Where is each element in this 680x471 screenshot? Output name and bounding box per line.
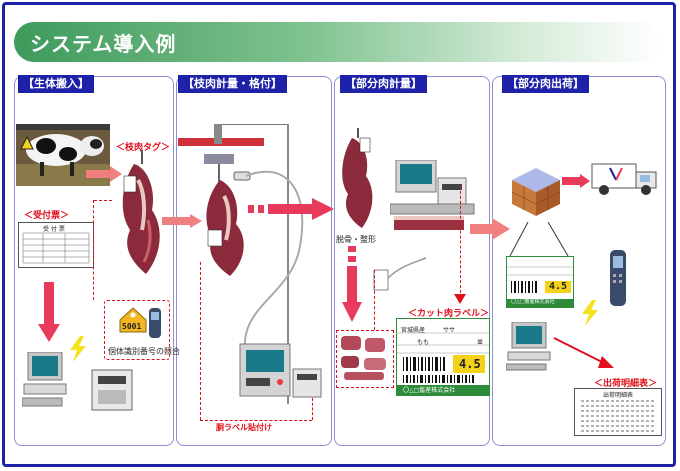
dashed-arrow-head-p3	[454, 294, 466, 304]
carcass-cut-image	[342, 128, 373, 228]
label-printer-p2	[292, 368, 322, 398]
ear-tag-icon	[119, 307, 147, 333]
edaniku-tag-label: ＜枝肉タグ＞	[116, 143, 171, 153]
cut-label-company: 〇△□畜産株式会社	[403, 387, 456, 394]
dashed-link-p3-cut	[374, 270, 375, 330]
arrow-down-p1	[38, 282, 60, 342]
title-banner: システム導入例	[14, 22, 662, 62]
shipping-label-card: 4.5 〇△□畜産株式会社	[506, 256, 574, 308]
weighing-terminal-p2	[239, 343, 291, 397]
cut-label-grade: 並	[477, 339, 484, 346]
section-title-cut-weigh: 【部分肉計量】	[340, 75, 427, 93]
lightning-icon-p4	[582, 300, 598, 326]
cut-label-title: ＜カット肉ラベル＞	[408, 309, 490, 319]
barcode-scanner-icon	[233, 170, 304, 357]
handheld-terminal-icon	[610, 250, 626, 306]
arrow-cow-to-carcass	[86, 166, 122, 182]
carcass-image	[122, 150, 160, 274]
ship-label-pointer	[509, 222, 569, 257]
arrow-carcass-to-weigh	[162, 214, 202, 228]
arrow-pc-to-sheet	[553, 337, 614, 368]
shipping-sheet-title: 出荷明細表	[603, 392, 634, 399]
section-title-cut-ship: 【部分肉出荷】	[502, 75, 589, 93]
koteiban-label: 胴ラベル貼付け	[216, 423, 272, 432]
ship-label-barcodes	[507, 266, 573, 307]
dashed-link-form	[94, 200, 112, 201]
lightning-icon-p1	[70, 336, 86, 362]
dashed-link-p2-bottom	[200, 420, 312, 421]
computer-icon-p4	[506, 322, 551, 371]
label-printer-icon	[91, 369, 133, 411]
cut-meat-image	[341, 336, 386, 380]
cut-label-part: もも	[417, 339, 430, 346]
arrow-cut-to-ship	[470, 218, 510, 240]
dashed-link-p2-left	[200, 262, 201, 420]
delivery-truck-icon	[591, 163, 657, 195]
section-title-carcass-weigh: 【枝肉計量・格付】	[178, 75, 287, 93]
form-grid	[22, 232, 90, 264]
section-title-live-intake: 【生体搬入】	[18, 75, 94, 93]
arrow-weigh-to-cut	[248, 198, 334, 220]
arrow-box-to-truck	[562, 174, 590, 188]
cut-meat-box	[336, 330, 394, 388]
computer-icon-p1	[22, 352, 67, 407]
cardboard-boxes-icon	[511, 168, 561, 216]
scanner-tag-p3	[373, 257, 427, 291]
ear-tag-number: 5001	[122, 322, 142, 331]
cut-label-price: 4.5	[459, 357, 481, 371]
arrow-down-p3	[342, 246, 362, 322]
cut-meat-label-card: 宮城県産 ササ 並 もも 4.5 〇△□畜産株式会社	[396, 318, 490, 396]
uketsuke-form: 受 付 票	[18, 222, 94, 268]
dashed-link-p2-right	[312, 398, 313, 420]
shipping-sheet-rows	[581, 400, 655, 432]
cut-label-origin: 宮城県産	[401, 327, 426, 334]
uketsuke-label: ＜受付票＞	[24, 211, 70, 221]
carcass-weigh-image	[206, 180, 244, 276]
datsukotsu-label: 脱骨・整形	[336, 235, 376, 244]
ear-tag-box	[104, 300, 170, 360]
ship-label-company: 〇△□畜産株式会社	[511, 299, 555, 305]
hazard-sign-icon	[20, 136, 34, 150]
dashed-link-vert	[93, 200, 94, 300]
cut-label-barcodes	[397, 332, 489, 395]
uketsuke-form-title: 受 付 票	[43, 226, 65, 233]
dashed-link-p3-vert	[460, 186, 461, 298]
page-title: システム導入例	[30, 32, 177, 56]
shipping-sheet: 出荷明細表	[574, 388, 662, 436]
ship-label-price: 4.5	[549, 281, 568, 292]
handheld-reader-icon	[149, 308, 161, 338]
cut-label-cut: ササ	[443, 327, 456, 334]
shukka-meisai-label: ＜出荷明細表＞	[594, 379, 658, 389]
kotai-shokai-label: 個体識別番号の照合	[108, 347, 180, 356]
weighing-station-p3	[390, 160, 475, 230]
